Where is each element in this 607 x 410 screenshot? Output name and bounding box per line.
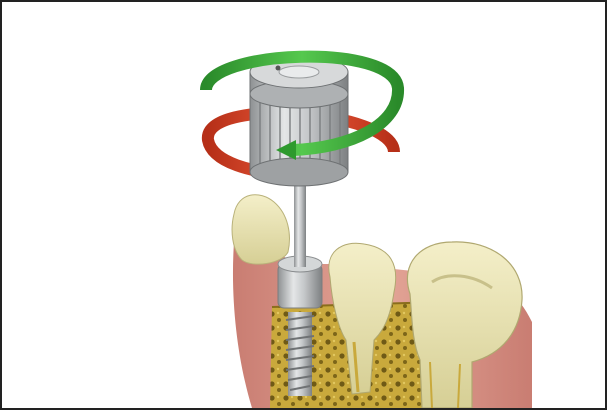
torque-driver-head	[250, 56, 348, 186]
implant-screw	[286, 312, 314, 396]
tooth-left	[232, 195, 289, 264]
